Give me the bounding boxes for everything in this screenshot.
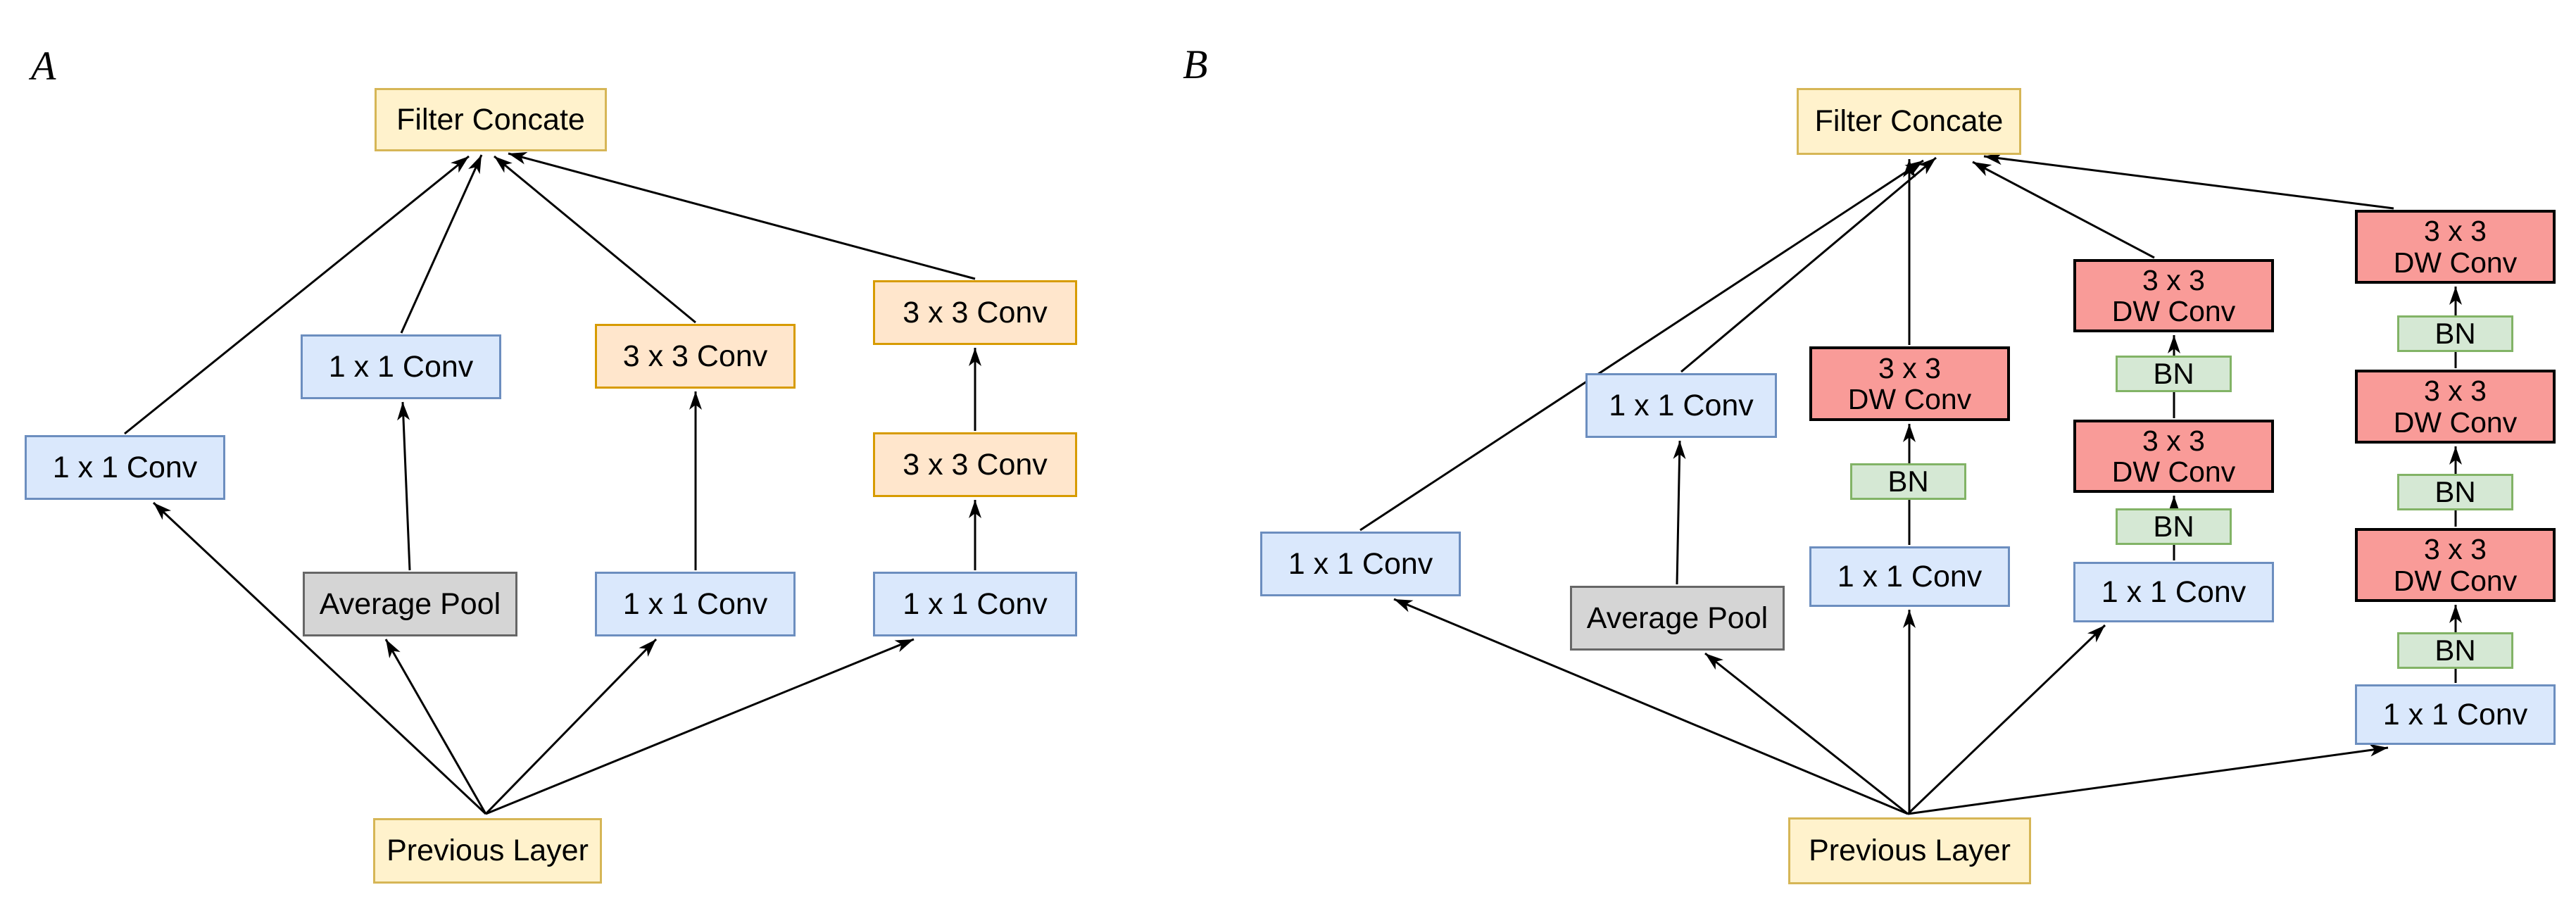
a-branch3-conv1x1-box: 1 x 1 Conv bbox=[595, 572, 796, 636]
b-branch1-conv1x1-box: 1 x 1 Conv bbox=[1260, 532, 1461, 596]
a-branch4-conv3x3-upper-box: 3 x 3 Conv bbox=[873, 280, 1077, 345]
a-branch4-conv1x1-box: 1 x 1 Conv bbox=[873, 572, 1077, 636]
b-arrow-avgpool-to-conv bbox=[1673, 440, 1686, 585]
b-filter-concate-box: Filter Concate bbox=[1797, 88, 2021, 155]
a-arrow-prev-to-branch4-conv bbox=[485, 638, 915, 815]
b-arrow-branch1-to-concate bbox=[1359, 159, 1924, 532]
b-arrow-branch2-to-concate bbox=[1680, 156, 1937, 373]
a-filter-concate-box: Filter Concate bbox=[375, 88, 607, 151]
b-previous-layer-box: Previous Layer bbox=[1788, 817, 2031, 884]
a-arrow-branch2-to-concate bbox=[400, 154, 483, 334]
b-branch5-bn-middle-box: BN bbox=[2397, 474, 2513, 510]
dw-conv-size-label: 3 x 3 bbox=[2424, 375, 2487, 408]
b-arrow-branch5-to-concate bbox=[1983, 152, 2394, 210]
b-branch5-bn-lower-box: BN bbox=[2397, 632, 2513, 669]
a-branch4-conv3x3-lower-box: 3 x 3 Conv bbox=[873, 432, 1077, 497]
b-arrow-prev-to-branch4-conv bbox=[1906, 624, 2106, 815]
dw-conv-size-label: 3 x 3 bbox=[2142, 263, 2205, 296]
a-arrow-branch4-to-concate bbox=[508, 152, 976, 280]
dw-conv-type-label: DW Conv bbox=[2393, 406, 2518, 439]
dw-conv-type-label: DW Conv bbox=[2111, 295, 2236, 327]
b-branch3-conv1x1-box: 1 x 1 Conv bbox=[1809, 546, 2010, 607]
a-arrow-prev-to-branch3-conv bbox=[484, 638, 658, 815]
b-arrow-branch4-to-concate bbox=[1972, 161, 2155, 259]
b-branch4-bn-lower-box: BN bbox=[2116, 508, 2232, 545]
b-branch3-bn-box: BN bbox=[1850, 463, 1966, 500]
dw-conv-size-label: 3 x 3 bbox=[1878, 351, 1941, 384]
dw-conv-type-label: DW Conv bbox=[2393, 564, 2518, 597]
dw-conv-type-label: DW Conv bbox=[2111, 456, 2236, 488]
a-arrow-prev-to-branch1-conv bbox=[152, 501, 487, 815]
a-arrow-branch1-to-concate bbox=[124, 155, 470, 435]
a-arrow-branch3-to-concate bbox=[494, 155, 696, 324]
b-branch5-conv1x1-box: 1 x 1 Conv bbox=[2355, 684, 2556, 745]
b-branch4-conv1x1-box: 1 x 1 Conv bbox=[2073, 562, 2274, 622]
b-branch5-bn-upper-box: BN bbox=[2397, 315, 2513, 352]
dw-conv-size-label: 3 x 3 bbox=[2142, 424, 2205, 457]
dw-conv-type-label: DW Conv bbox=[1847, 383, 1972, 415]
a-branch2-conv1x1-box: 1 x 1 Conv bbox=[301, 334, 501, 399]
dw-conv-size-label: 3 x 3 bbox=[2424, 215, 2487, 248]
b-average-pool-box: Average Pool bbox=[1570, 586, 1785, 651]
b-arrow-prev-to-avgpool bbox=[1704, 652, 1909, 815]
dw-conv-type-label: DW Conv bbox=[2393, 246, 2518, 279]
a-previous-layer-box: Previous Layer bbox=[373, 818, 602, 884]
panel-b-label: B bbox=[1183, 42, 1208, 87]
a-average-pool-box: Average Pool bbox=[303, 572, 517, 636]
b-arrow-prev-to-branch5-conv bbox=[1907, 743, 2389, 815]
b-branch2-conv1x1-box: 1 x 1 Conv bbox=[1585, 373, 1777, 438]
a-arrow-avgpool-to-conv bbox=[397, 401, 411, 571]
a-branch1-conv1x1-box: 1 x 1 Conv bbox=[25, 435, 225, 500]
b-branch4-bn-upper-box: BN bbox=[2116, 356, 2232, 392]
dw-conv-size-label: 3 x 3 bbox=[2424, 533, 2487, 566]
a-branch3-conv3x3-box: 3 x 3 Conv bbox=[595, 324, 796, 389]
a-arrow-prev-to-avgpool bbox=[384, 639, 487, 815]
b-arrow-prev-to-branch1-conv bbox=[1393, 598, 1909, 815]
panel-a-label: A bbox=[31, 43, 56, 89]
